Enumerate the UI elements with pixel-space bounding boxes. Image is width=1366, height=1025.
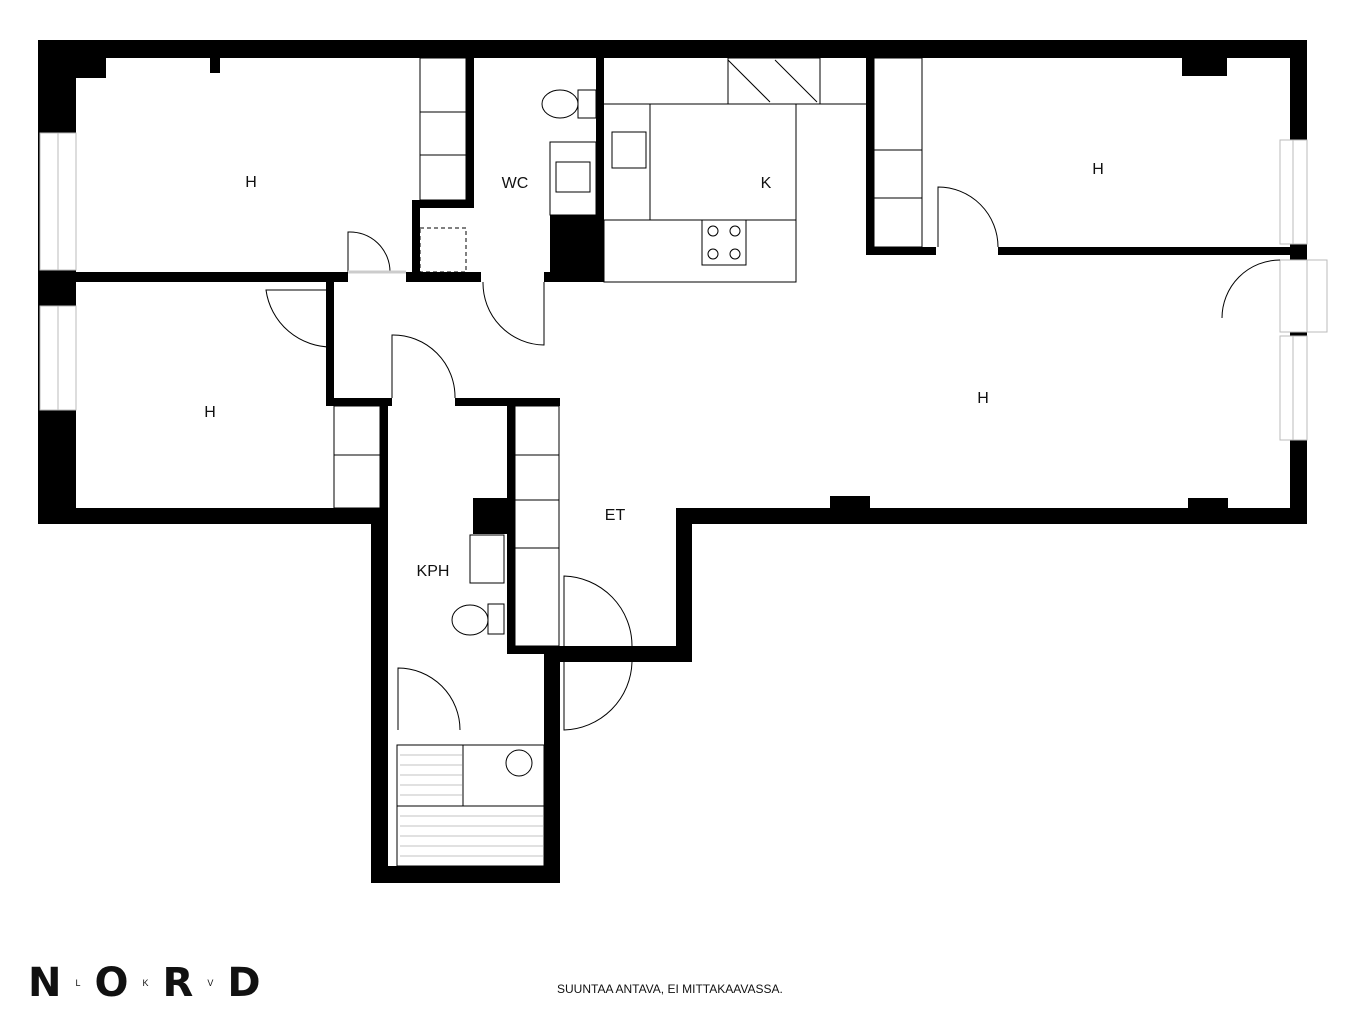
sauna-bench — [400, 754, 544, 857]
room-label-bedroom-2: H — [204, 404, 216, 421]
room-label-wc: WC — [501, 175, 529, 192]
logo-letter: K — [142, 978, 149, 988]
logo-letter: R — [162, 960, 194, 1006]
interior-walls — [38, 58, 1290, 654]
nord-logo: N L O K R V D — [28, 960, 261, 1006]
logo-letter: D — [227, 960, 261, 1006]
room-label-bathroom: KPH — [416, 563, 450, 580]
room-label-hall: ET — [604, 507, 626, 524]
room-label-kitchen: K — [760, 175, 772, 192]
logo-letter: L — [75, 978, 81, 988]
logo-letter: O — [94, 960, 129, 1006]
disclaimer: SUUNTAA ANTAVA, EI MITTAKAAVASSA. — [557, 982, 783, 996]
fixtures — [265, 57, 1281, 867]
logo-letter: N — [28, 960, 62, 1006]
windows — [39, 132, 1328, 441]
room-label-bedroom-1: H — [245, 174, 257, 191]
outer-walls — [38, 40, 1307, 883]
logo-letter: V — [207, 978, 214, 988]
room-label-bedroom-3: H — [1092, 161, 1104, 178]
room-label-living-room: H — [977, 390, 989, 407]
